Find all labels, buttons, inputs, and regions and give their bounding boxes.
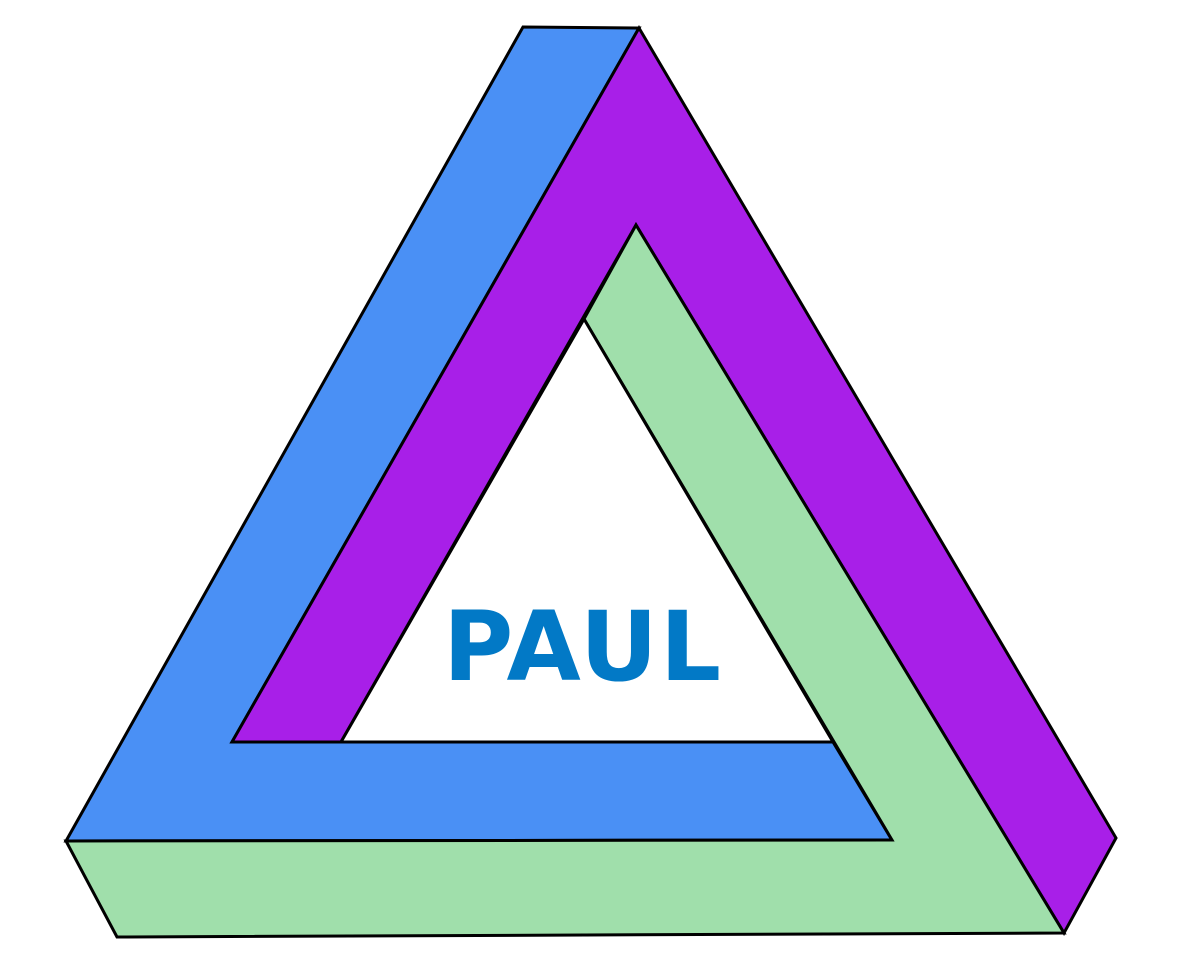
green-band [63,222,1067,939]
inner-triangle [338,316,836,744]
center-label: PAUL [443,591,723,703]
